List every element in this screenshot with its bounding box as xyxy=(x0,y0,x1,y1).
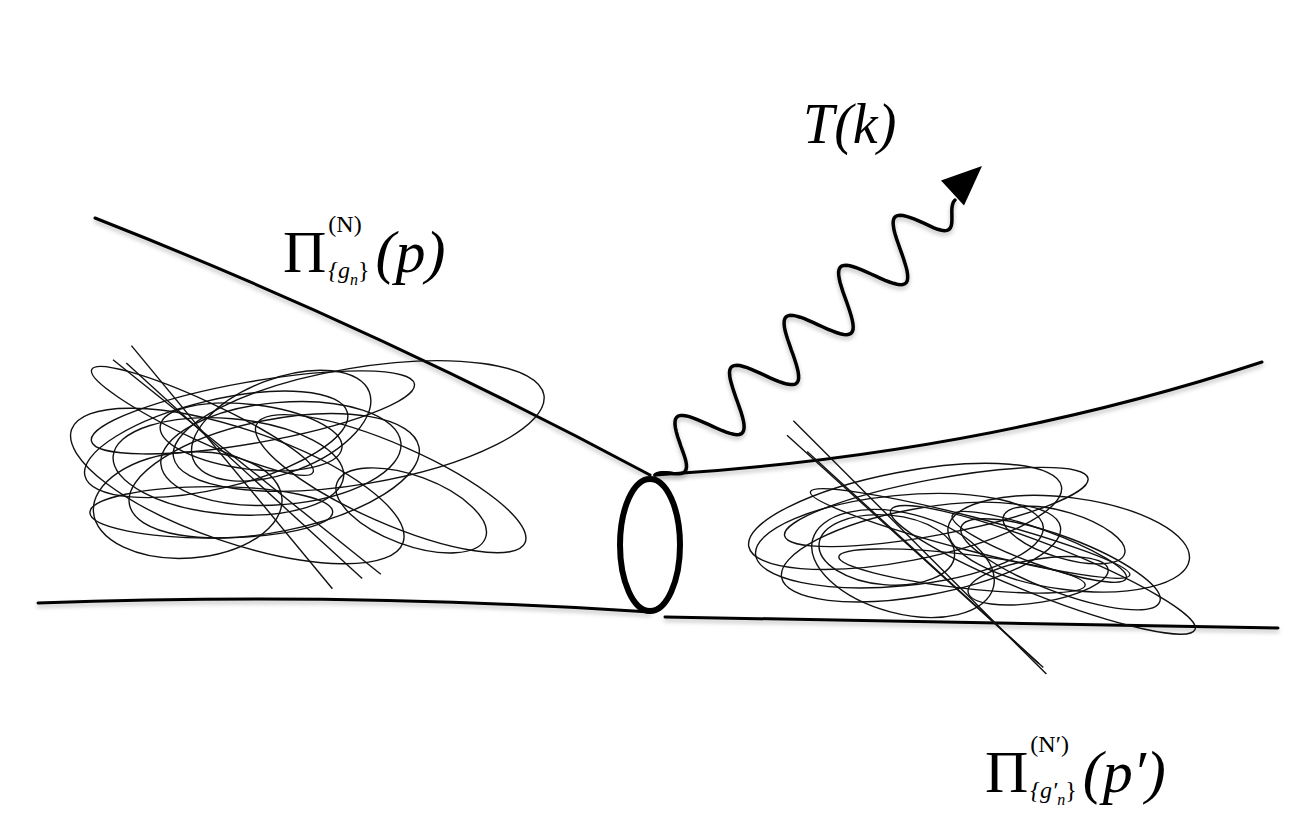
projector-symbol: Π xyxy=(283,222,326,282)
scribble-loop xyxy=(176,348,386,503)
momentum-argument: (p′) xyxy=(1083,742,1166,802)
tube-edge xyxy=(665,617,1278,628)
scribble-loop xyxy=(751,482,1047,600)
scribble-stroke xyxy=(787,435,1043,667)
tube-edge xyxy=(38,599,650,612)
scribble-stroke xyxy=(113,360,381,575)
scribble-loop xyxy=(774,484,1068,620)
subscript: } xyxy=(358,258,370,282)
superscript: (N′) xyxy=(1030,732,1069,756)
scribble-loop xyxy=(118,392,429,560)
scribble-loop xyxy=(164,338,554,515)
subscript: {g′ xyxy=(1030,778,1057,802)
tube-edge xyxy=(95,218,650,475)
tube-edge xyxy=(655,362,1262,475)
scribble-loop xyxy=(241,389,541,579)
scribble-loop xyxy=(951,501,1169,628)
subscript: {g xyxy=(328,258,350,282)
scribble-loop xyxy=(946,499,1132,594)
scribble-loop xyxy=(881,486,1204,653)
scribble-loop xyxy=(997,495,1132,576)
momentum-argument: (p) xyxy=(375,222,445,282)
scribble-stroke xyxy=(126,363,362,579)
scribble-loop xyxy=(942,482,1195,605)
projector-symbol: Π xyxy=(985,742,1028,802)
sub-subscript: n xyxy=(350,272,358,288)
scribble-loop xyxy=(325,450,498,570)
junction-loop xyxy=(620,479,680,611)
arrow-head xyxy=(941,166,982,206)
scribble-loop xyxy=(800,491,1006,635)
scribble-loop xyxy=(156,394,345,480)
superscript: (N) xyxy=(328,212,361,236)
scribble-loop xyxy=(740,443,1069,591)
sub-subscript: n xyxy=(1057,792,1065,808)
scribble-stroke xyxy=(131,346,332,589)
scribble-loop xyxy=(156,392,405,515)
wavy-line xyxy=(655,200,955,475)
momentum-label: T(k) xyxy=(803,96,896,152)
subscript: } xyxy=(1065,778,1077,802)
